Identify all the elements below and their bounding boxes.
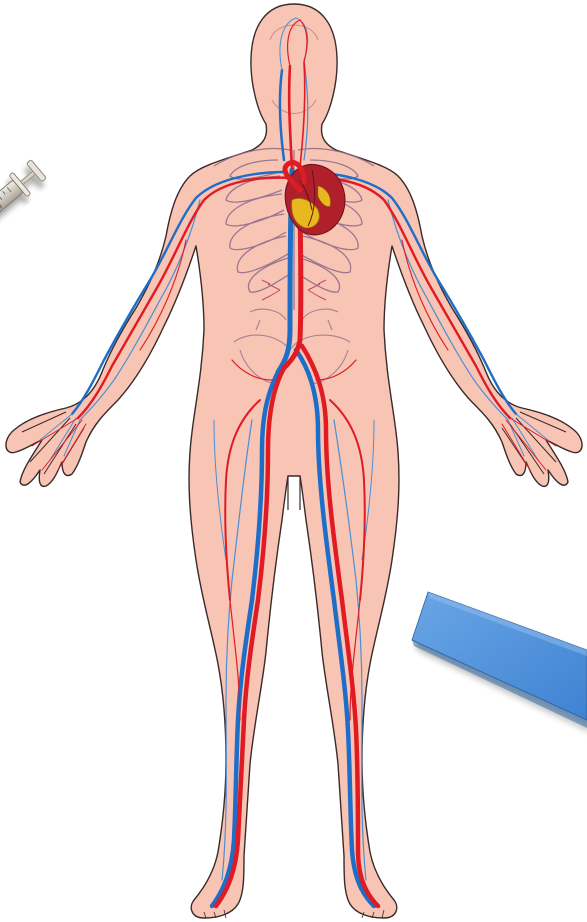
body-silhouette (6, 4, 582, 918)
syringe-icon (0, 158, 48, 267)
body-outline (6, 4, 582, 918)
tourniquet-strap-icon (412, 592, 587, 728)
crotch-line (288, 476, 300, 510)
